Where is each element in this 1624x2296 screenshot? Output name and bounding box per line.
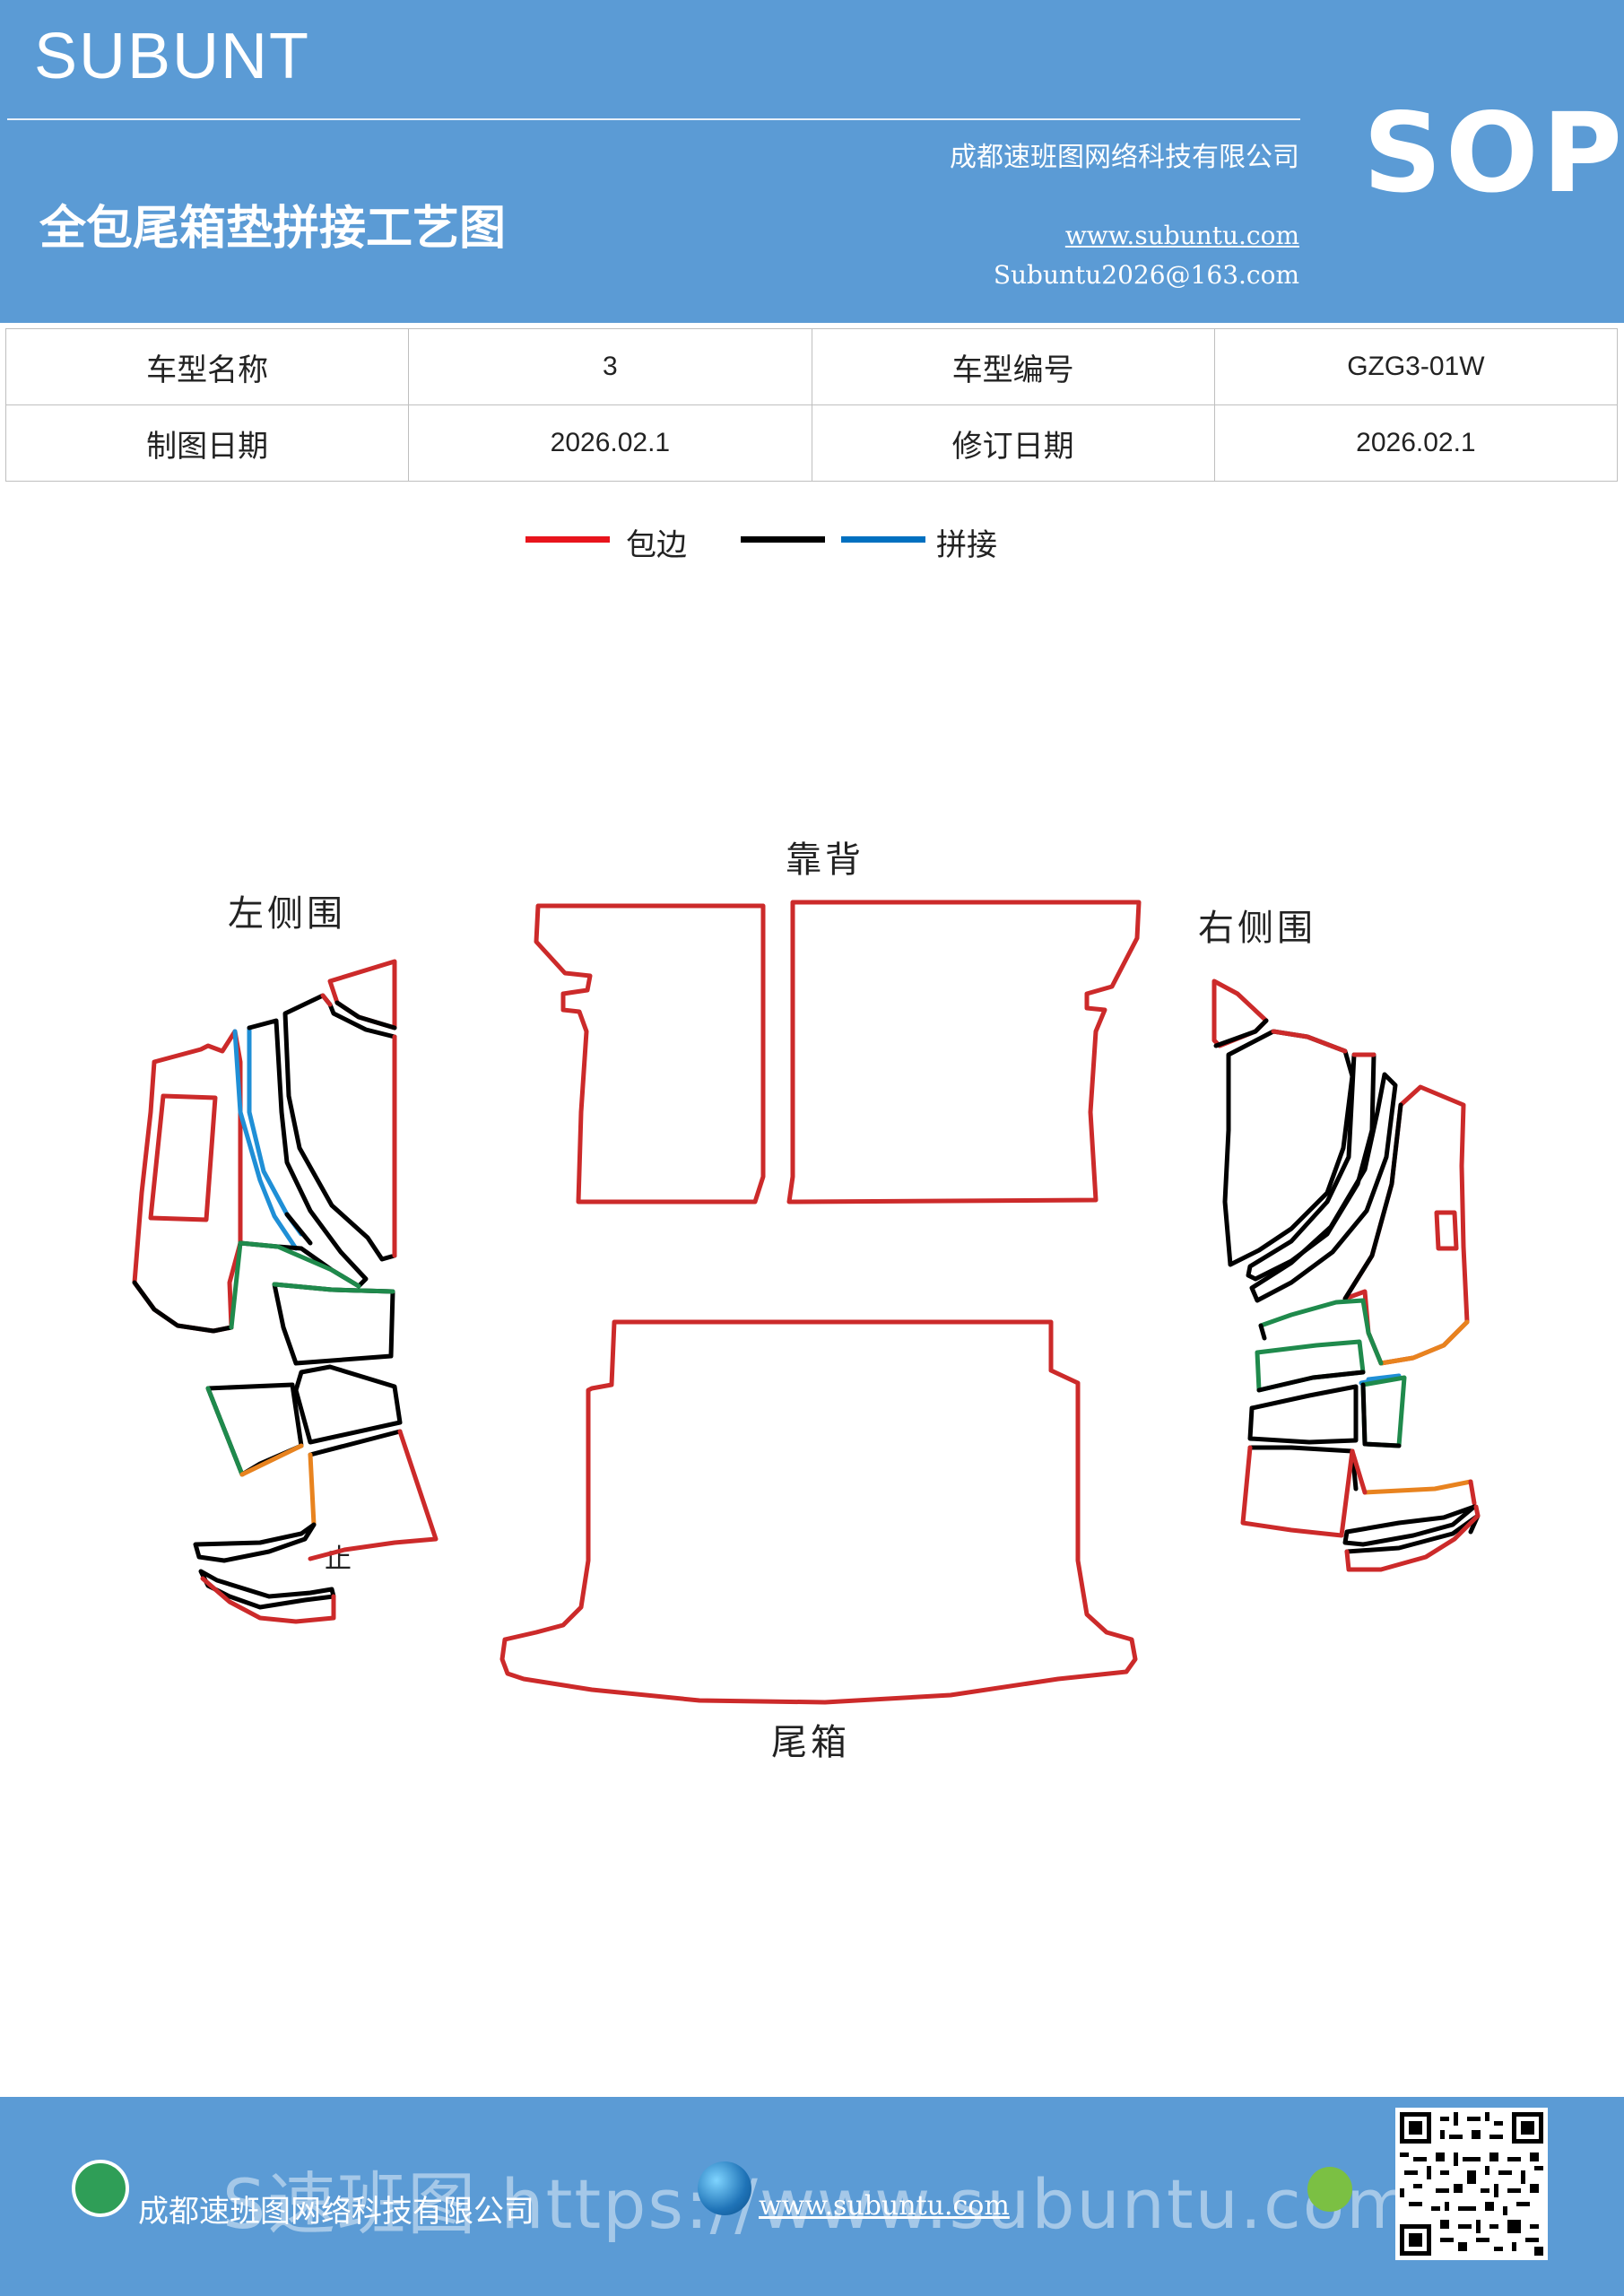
left-small-square-a-orange xyxy=(239,1443,304,1477)
wechat-icon xyxy=(1307,2167,1352,2212)
legend-label-edge: 包边 xyxy=(626,527,687,563)
qr-code[interactable] xyxy=(1395,2108,1548,2260)
table-cell: 3 xyxy=(408,328,812,405)
footer-watermark: S速班图 https://www.subuntu.com xyxy=(222,2164,1415,2244)
table-cell: 制图日期 xyxy=(4,404,410,482)
building-icon xyxy=(72,2160,129,2217)
left-small-square-b xyxy=(293,1364,403,1445)
left-sill-strip-c xyxy=(200,1576,336,1624)
right-lower-panel xyxy=(1247,1445,1359,1492)
table-cell: 2026.02.1 xyxy=(408,404,812,482)
left-panel-upper-red xyxy=(320,993,397,1258)
left-lower-panel xyxy=(308,1429,403,1457)
right-seam-square-b xyxy=(1247,1384,1359,1445)
sop-badge: SOP xyxy=(1363,90,1624,217)
left-lower-panel-orange xyxy=(308,1452,317,1527)
legend: 包边 拼接 xyxy=(0,520,1624,574)
left-panel-mid xyxy=(238,1018,369,1289)
right-outer-panel xyxy=(1342,1084,1470,1366)
label-trunk: 尾箱 xyxy=(771,1722,850,1763)
left-small-square-a-green xyxy=(205,1386,245,1477)
table-cell: 2026.02.1 xyxy=(1213,404,1619,482)
table-cell: GZG3-01W xyxy=(1213,328,1619,405)
right-lower-panel-red xyxy=(1240,1445,1355,1538)
left-corner-triangle-seam xyxy=(334,1000,397,1031)
table-row: 车型名称 3 车型编号 GZG3-01W xyxy=(4,328,1619,405)
brand-logo-text: SUBUNT xyxy=(34,21,311,92)
right-upper-panel-red xyxy=(1271,1029,1348,1054)
left-window-cutout xyxy=(148,1093,218,1222)
label-left-side: 左侧围 xyxy=(228,893,346,935)
header-banner: SUBUNT SOP 成都速班图网络科技有限公司 全包尾箱垫拼接工艺图 www.… xyxy=(0,0,1624,323)
left-lower-panel-red xyxy=(308,1429,439,1561)
left-sill-strip-b xyxy=(198,1569,336,1610)
left-panel-upper xyxy=(282,993,397,1262)
right-window-cutout xyxy=(1434,1210,1459,1251)
left-seam-green-1 xyxy=(229,1240,243,1330)
globe-icon xyxy=(698,2161,751,2215)
backrest-right-panel xyxy=(786,900,1142,1205)
right-seam-square-c xyxy=(1359,1373,1402,1386)
right-seam-square-c-green xyxy=(1360,1375,1407,1448)
right-green-strip-b xyxy=(1258,1323,1267,1341)
footer-website-link[interactable]: www.subuntu.com xyxy=(759,2190,1010,2222)
right-mid-panel-b xyxy=(1249,1072,1398,1303)
right-sill-strip-c xyxy=(1344,1504,1481,1572)
right-corner-triangle-seam xyxy=(1213,1018,1269,1048)
website-link[interactable]: www.subuntu.com xyxy=(1064,221,1299,250)
label-backrest: 靠背 xyxy=(786,839,864,881)
table-cell: 修订日期 xyxy=(811,404,1215,482)
right-sill-strip-a xyxy=(1342,1504,1477,1547)
header-divider xyxy=(7,118,1300,120)
right-green-strip xyxy=(1258,1298,1384,1366)
legend-label-seam: 拼接 xyxy=(936,527,997,563)
page-title: 全包尾箱垫拼接工艺图 xyxy=(39,201,507,256)
right-outer-panel-seam xyxy=(1342,1102,1403,1301)
table-cell: 车型编号 xyxy=(811,328,1215,405)
company-name: 成都速班图网络科技有限公司 xyxy=(950,142,1299,173)
legend-swatch-red xyxy=(525,536,610,543)
right-seam-square-c-black xyxy=(1360,1382,1402,1448)
right-upper-panel xyxy=(1222,1029,1355,1267)
right-seam-square-a xyxy=(1255,1339,1366,1393)
right-lower-panel-red-b xyxy=(1350,1448,1477,1506)
right-lower-panel-orange xyxy=(1362,1479,1473,1495)
footer-company-name: 成都速班图网络科技有限公司 xyxy=(138,2194,534,2230)
left-rear-panel-bottom xyxy=(132,1280,234,1334)
footer-banner: 成都速班图网络科技有限公司 S速班图 https://www.subuntu.c… xyxy=(0,2097,1624,2296)
email-address[interactable]: Subuntu2026@163.com xyxy=(993,260,1299,290)
legend-swatch-black xyxy=(741,536,825,543)
left-sill-strip-a xyxy=(193,1522,317,1563)
label-right-side: 右侧围 xyxy=(1198,908,1316,949)
right-outer-panel-orange xyxy=(1378,1319,1470,1366)
table-row: 制图日期 2026.02.1 修订日期 2026.02.1 xyxy=(4,404,1619,482)
left-mid-square-green xyxy=(272,1282,395,1294)
left-mid-square xyxy=(272,1282,395,1366)
vehicle-info-table: 车型名称 3 车型编号 GZG3-01W 制图日期 2026.02.1 修订日期… xyxy=(4,328,1619,482)
trunk-floor-panel xyxy=(499,1319,1138,1705)
table-cell: 车型名称 xyxy=(4,328,410,405)
left-rear-panel xyxy=(132,1029,243,1334)
left-seam-blue xyxy=(232,1025,304,1251)
legend-swatch-blue xyxy=(841,536,925,543)
right-seam-square-a-black xyxy=(1256,1370,1366,1393)
left-green-panel xyxy=(238,1240,361,1289)
backrest-left-panel xyxy=(534,903,766,1205)
